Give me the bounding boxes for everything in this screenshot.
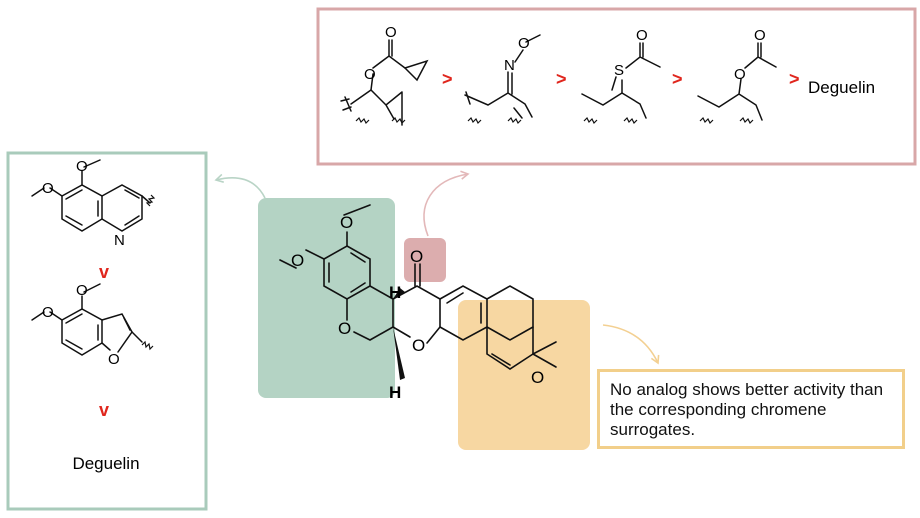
top-atom-g4-carbonyl-o: O: [754, 27, 766, 44]
left-tail-label: Deguelin: [72, 454, 139, 473]
top-separator-1: >: [442, 69, 453, 89]
left-benzofuran: [31, 283, 143, 356]
core-skeleton: [279, 204, 557, 370]
left-quinoline-atom-o2: O: [42, 180, 54, 197]
core-atom-ring-o-c: O: [412, 336, 425, 355]
left-benzofuran-atom-ring-o: O: [108, 351, 120, 368]
top-separator-3: >: [672, 69, 683, 89]
left-quinoline-atom-o1: O: [76, 158, 88, 175]
left-benzofuran-atom-o1: O: [76, 282, 88, 299]
core-atom-h-top: H: [389, 283, 401, 302]
top-atom-g1-ester-o: O: [364, 66, 376, 83]
core-atom-methoxy-left: O: [291, 251, 304, 270]
left-benzofuran-atom-o2: O: [42, 304, 54, 321]
note-text: No analog shows better activity than the…: [610, 380, 884, 439]
top-structures-wavy: [355, 116, 754, 125]
core-atom-methoxy-top: O: [340, 213, 353, 232]
left-separator-1: v: [99, 262, 109, 282]
left-benzofuran-wavy: [141, 340, 154, 351]
top-atom-g4-ester-o: O: [734, 66, 746, 83]
chromene-highlight: [458, 300, 590, 450]
top-panel-frame: [316, 7, 917, 166]
top-atom-g3-o: O: [636, 27, 648, 44]
core-atom-carbonyl: O: [410, 247, 423, 266]
core-wedge-bottom: [393, 327, 405, 380]
core-wedge-top: [393, 288, 405, 299]
left-panel-frame: [6, 151, 208, 511]
arrow-to-note: [602, 324, 660, 365]
top-atom-g3-s: S: [614, 62, 624, 79]
arrow-to-left-panel: [214, 173, 266, 199]
left-separator-2: v: [99, 400, 109, 420]
core-atom-ring-o-b: O: [338, 319, 351, 338]
left-quinoline-wavy: [145, 194, 156, 207]
left-quinoline: [31, 159, 151, 232]
top-atom-g1-carbonyl-o: O: [385, 24, 397, 41]
note-box: No analog shows better activity than the…: [597, 369, 905, 449]
top-structures: [340, 34, 777, 126]
top-tail-label: Deguelin: [808, 78, 875, 97]
core-atom-chromene-o: O: [531, 368, 544, 387]
core-atom-h-bottom: H: [389, 383, 401, 402]
a-ring-highlight: [258, 198, 395, 398]
top-separator-2: >: [556, 69, 567, 89]
arrow-to-top-panel: [423, 170, 470, 237]
top-separator-4: >: [789, 69, 800, 89]
top-atom-g2-o: O: [518, 35, 530, 52]
left-quinoline-atom-n: N: [114, 232, 125, 249]
top-atom-g2-n: N: [504, 57, 515, 74]
